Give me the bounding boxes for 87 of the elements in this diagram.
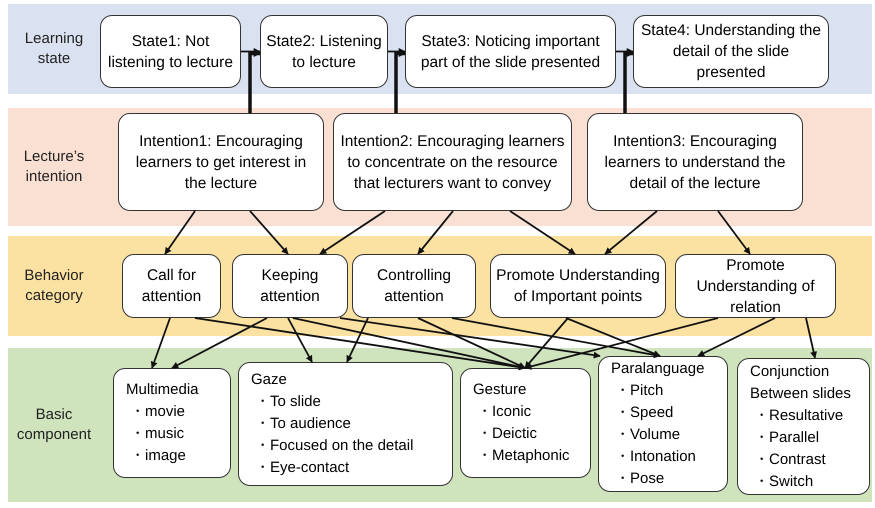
component-title: Gaze [251,370,287,390]
list-item: ・Deictic [476,424,538,444]
arrow [292,317,526,370]
component-box [460,368,591,478]
box-text: Keeping attention [259,266,321,307]
arrow [346,318,369,363]
rounded-box [232,254,348,318]
box-text: Intention1: Encouraging learners to get interest in the lecture [134,132,308,194]
box-text: Intention2: Encouraging learners to concentrate on the resource that lecturers want to convey [339,132,566,194]
list-item: ・Pose [614,469,664,489]
band-heading: Basic component [16,405,92,445]
arrow [340,317,601,359]
component-box [598,356,728,492]
list-item: ・Contrast [753,450,826,470]
arrow [150,318,171,369]
box-text: Intention3: Encouraging learners to understand the detail of the lecture [604,132,786,194]
arrow [524,317,569,369]
list-item: ・To slide [254,392,321,412]
component-box [238,362,453,486]
arrow [604,210,658,255]
rounded-box [260,15,388,88]
list-item: ・Volume [614,425,680,445]
box-text: State4: Understanding the detail of the slide presented [640,21,822,83]
arrow [171,317,268,369]
box-text: Controlling attention [376,266,452,307]
list-item: ・Eye-contact [254,458,350,478]
rounded-box [405,15,616,88]
box-text: Call for attention [140,266,202,307]
band-background [8,348,872,502]
band-heading: Lecture’s intention [22,147,86,187]
arrow [524,317,718,370]
component-title: Gesture [473,380,526,400]
list-item: ・Switch [753,472,814,492]
list-item: ・image [129,446,186,466]
list-item: ・Iconic [476,402,532,422]
list-item: ・music [129,424,184,444]
rounded-box [490,254,666,318]
rounded-box [122,254,221,318]
box-text: State3: Noticing important part of the slide presented [420,32,602,72]
component-title: Paralanguage [611,359,704,379]
rounded-box [675,254,836,318]
band-heading: Learning state [24,29,84,69]
arrow [623,50,634,113]
rounded-box [333,113,572,211]
band-background [8,108,872,226]
arrow [510,210,576,255]
rounded-box [587,113,803,211]
rounded-box [352,254,476,318]
list-item: ・To audience [254,414,351,434]
list-item: ・movie [129,402,186,422]
list-item: ・Intonation [614,447,696,467]
list-item: ・Speed [614,403,674,423]
box-text: State1: Not listening to lecture [107,32,234,72]
rounded-box [100,15,241,88]
list-item: ・Pitch [614,381,664,401]
arrow [319,210,386,255]
box-text: Promote Understanding of relation [695,256,816,318]
arrow [616,48,634,55]
arrow [388,48,406,55]
rounded-box [633,15,829,88]
component-box [737,358,870,495]
list-item: ・Parallel [753,428,820,448]
arrow [287,318,313,363]
list-item: ・Metaphonic [476,446,570,466]
arrow [717,210,751,255]
rounded-box [118,113,324,211]
component-box [113,368,231,478]
list-item: ・Resultative [753,406,844,426]
band-heading: Behavior category [23,266,85,306]
arrow [417,210,454,255]
arrow [805,318,818,359]
band-background [8,236,872,336]
arrow [566,317,661,357]
band-background [8,4,872,94]
arrow [249,210,289,255]
arrow [452,317,661,358]
arrow [697,317,776,357]
arrow [418,317,526,369]
list-item: ・Focused on the detail [254,436,414,456]
box-text: Promote Understanding of Important points [495,266,661,307]
arrow [164,210,196,255]
component-title: Multimedia [126,380,199,400]
component-title: Conjunction Between slides [750,362,852,404]
arrow [241,48,261,55]
arrow [394,50,406,113]
box-text: State2: Listening to lecture [265,32,383,72]
arrow [248,50,261,113]
